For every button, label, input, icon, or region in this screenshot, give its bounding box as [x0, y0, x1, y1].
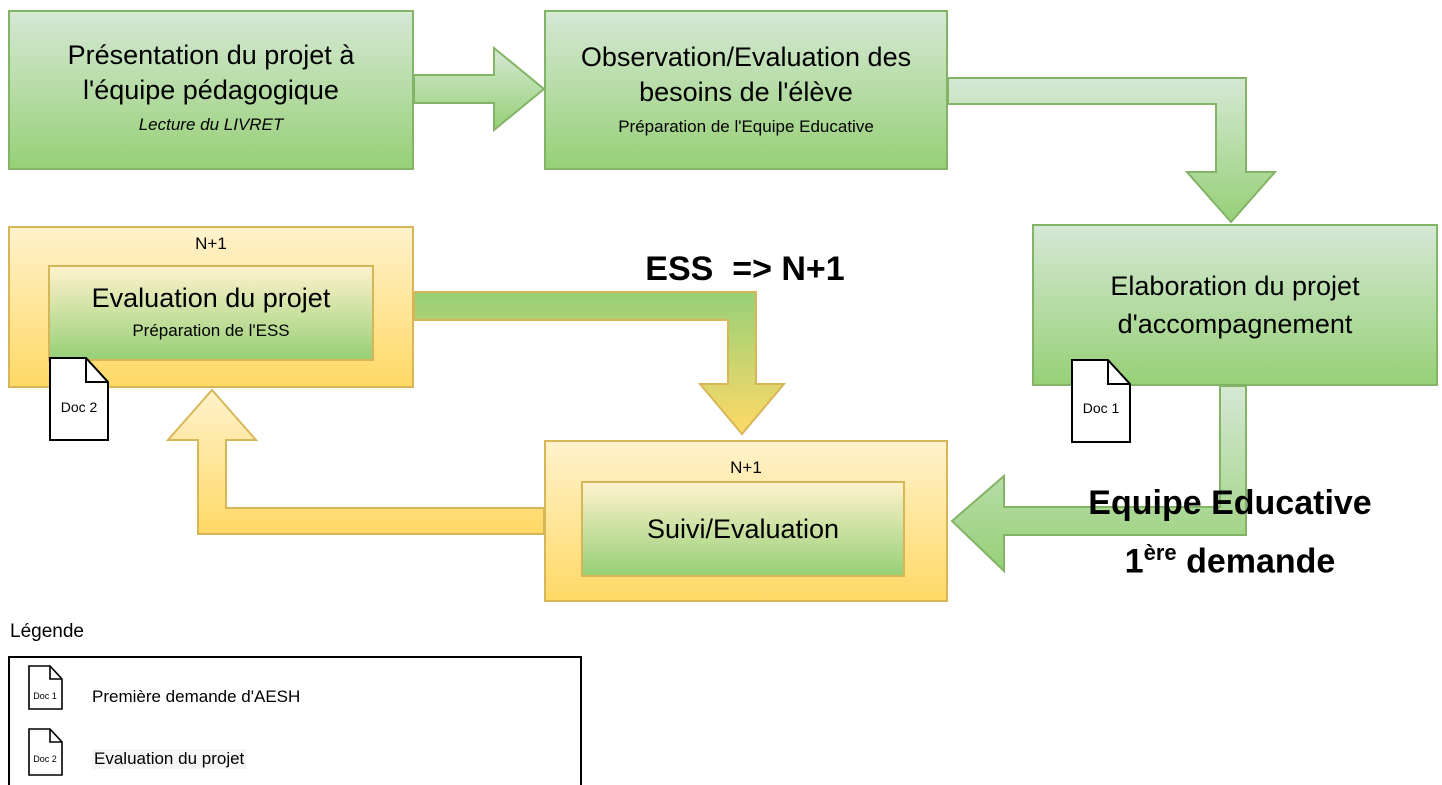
arrow-evaluation-to-suivi [413, 291, 787, 436]
legend-item-1-text: Première demande d'AESH [92, 687, 301, 706]
node-observation: Observation/Evaluation des besoins de l'… [544, 10, 948, 170]
evaluation-n-plus-1-tag: N+1 [195, 234, 227, 253]
arrow-presentation-to-observation [413, 45, 546, 133]
legend-doc1-label: Doc 1 [33, 691, 57, 701]
doc1-label: Doc 1 [1083, 400, 1120, 416]
label-equipe-line2-sup: ère [1143, 540, 1177, 565]
node-observation-subtitle: Préparation de l'Equipe Educative [618, 117, 874, 136]
arrow-suivi-to-evaluation [165, 388, 545, 535]
node-presentation: Présentation du projet à l'équipe pédago… [8, 10, 414, 170]
doc2-label: Doc 2 [61, 399, 98, 415]
label-equipe-line1: Equipe Educative [1088, 484, 1372, 522]
node-evaluation: Evaluation du projet Préparation de l'ES… [48, 265, 374, 361]
arrow-elaboration-to-suivi [950, 385, 1247, 574]
node-evaluation-subtitle: Préparation de l'ESS [132, 321, 290, 340]
label-equipe-educative: Equipe Educative 1ère demande [1060, 478, 1400, 586]
node-suivi-title: Suivi/Evaluation [646, 513, 840, 544]
node-elaboration: Elaboration du projet d'accompagnement [1032, 224, 1438, 386]
label-equipe-line2-rest: demande [1176, 542, 1336, 581]
node-presentation-title: Présentation du projet à l'équipe pédago… [67, 40, 355, 105]
label-equipe-line2: 1ère demande [1060, 528, 1400, 586]
label-ess-n-plus-1: ESS => N+1 [645, 250, 845, 288]
node-evaluation-title: Evaluation du projet [91, 283, 331, 313]
node-presentation-subtitle: Lecture du LIVRET [138, 115, 284, 134]
legend-item-2-text: Evaluation du projet [92, 749, 247, 769]
arrow-observation-to-elaboration [947, 77, 1278, 224]
suivi-n-plus-1-tag: N+1 [730, 458, 762, 477]
legend-box: Doc 1 Première demande d'AESH Doc 2 Eval… [8, 656, 582, 785]
doc2-icon: Doc 2 [49, 357, 109, 441]
node-observation-title: Observation/Evaluation des besoins de l'… [580, 42, 912, 107]
node-elaboration-title: Elaboration du projet d'accompagnement [1110, 271, 1360, 339]
legend-doc1-icon: Doc 1 [28, 665, 63, 710]
legend-title: Légende [10, 621, 84, 642]
doc1-icon: Doc 1 [1071, 359, 1131, 443]
node-suivi: Suivi/Evaluation [581, 481, 905, 577]
legend-doc2-icon: Doc 2 [28, 728, 63, 776]
legend-doc2-label: Doc 2 [33, 754, 57, 764]
label-equipe-line2-base: 1 [1124, 542, 1144, 581]
